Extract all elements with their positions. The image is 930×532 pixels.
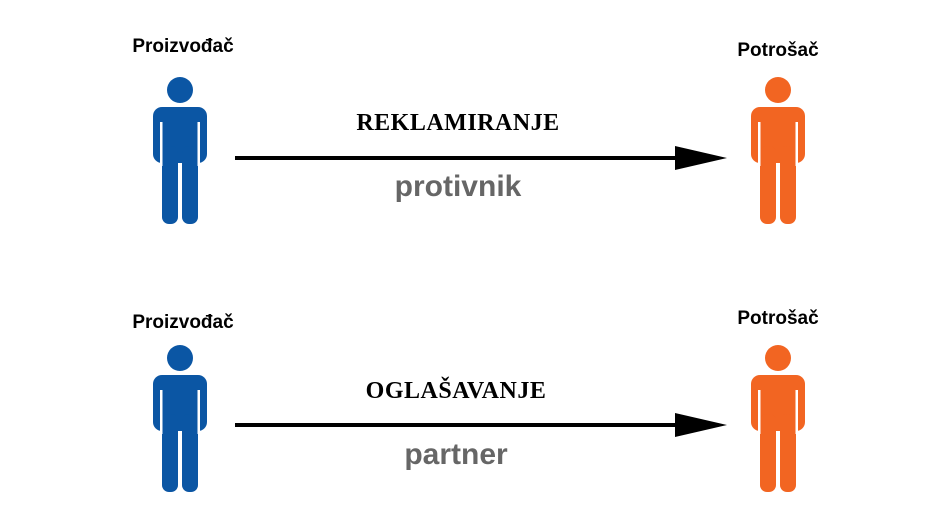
relation-label: partner: [404, 438, 508, 471]
arrow-right-icon: [235, 413, 727, 437]
action-label: REKLAMIRANJE: [356, 110, 560, 136]
relation-label: protivnik: [394, 170, 522, 203]
diagram-row-advertising-partner: Proizvođač Potrošač OGLAŠAVANJE partner: [0, 266, 930, 532]
action-label: OGLAŠAVANJE: [365, 378, 547, 404]
diagram-row-advertising-adversarial: Proizvođač Potrošač REKLAMIRANJE protivn…: [132, 36, 819, 224]
arrow-right-icon: [235, 146, 727, 170]
consumer-label: Potrošač: [737, 40, 819, 61]
producer-label: Proizvođač: [132, 36, 234, 57]
consumer-person-icon: [751, 345, 805, 492]
producer-label: Proizvođač: [132, 312, 234, 333]
consumer-person-icon: [751, 77, 805, 224]
producer-person-icon: [153, 345, 207, 492]
consumer-label: Potrošač: [737, 308, 819, 329]
producer-person-icon: [153, 77, 207, 224]
